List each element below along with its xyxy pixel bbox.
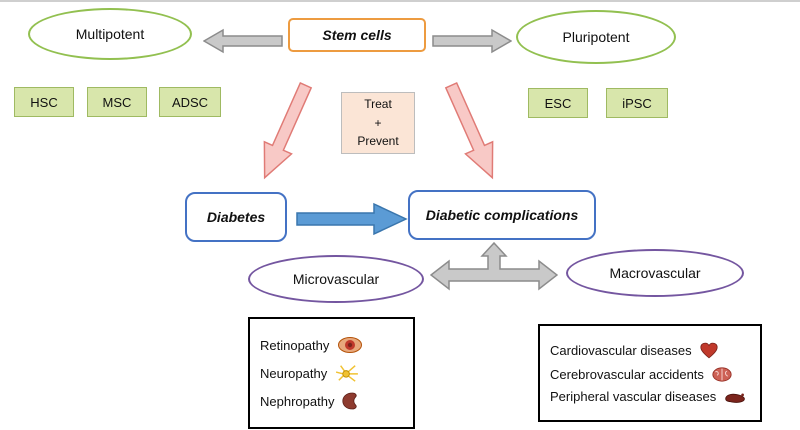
microvascular-ellipse: Microvascular (248, 255, 424, 303)
list-item-peripheral: Peripheral vascular diseases (550, 389, 750, 404)
type-box-esc: ESC (528, 88, 588, 118)
diabetic-complications-box: Diabetic complications (408, 190, 596, 240)
cardiovascular-label: Cardiovascular diseases (550, 342, 692, 358)
pluripotent-ellipse: Pluripotent (516, 10, 676, 64)
macrovascular-ellipse: Macrovascular (566, 249, 744, 297)
ipsc-label: iPSC (622, 95, 652, 111)
multipotent-label: Multipotent (75, 26, 145, 42)
msc-label: MSC (102, 94, 132, 110)
stem-cells-label: Stem cells (322, 27, 392, 43)
hsc-label: HSC (30, 94, 58, 110)
microvascular-label: Microvascular (292, 271, 380, 287)
multipotent-ellipse: Multipotent (28, 8, 192, 60)
neuropathy-label: Neuropathy (260, 365, 328, 381)
macrovascular-list: Cardiovascular diseases Cerebrovascular … (538, 324, 762, 422)
type-box-adsc: ADSC (159, 87, 221, 117)
list-item-cardiovascular: Cardiovascular diseases (550, 342, 750, 359)
pink-arrow-right-icon (435, 78, 508, 187)
pluripotent-label: Pluripotent (562, 29, 630, 45)
arrow-right-icon (432, 28, 512, 54)
list-item-nephropathy: Nephropathy (260, 392, 403, 410)
list-item-neuropathy: Neuropathy (260, 363, 403, 383)
peripheral-label: Peripheral vascular diseases (550, 389, 717, 405)
neuron-icon (335, 363, 359, 383)
brain-icon (712, 366, 732, 382)
type-box-msc: MSC (87, 87, 147, 117)
treat-label: Treat (364, 97, 392, 112)
type-box-hsc: HSC (14, 87, 74, 117)
prevent-label: Prevent (357, 134, 399, 149)
list-item-cerebrovascular: Cerebrovascular accidents (550, 367, 750, 382)
diabetic-complications-label: Diabetic complications (425, 207, 579, 223)
stem-cells-box: Stem cells (288, 18, 426, 52)
blue-arrow-icon (296, 202, 408, 236)
pink-arrow-left-icon (248, 78, 321, 187)
heart-icon (700, 342, 718, 359)
kidney-icon (342, 392, 358, 410)
arrow-left-icon (203, 28, 283, 54)
diabetes-box: Diabetes (185, 192, 287, 242)
triple-arrow-icon (430, 242, 558, 294)
diabetes-label: Diabetes (206, 209, 266, 225)
retinopathy-label: Retinopathy (260, 337, 330, 353)
type-box-ipsc: iPSC (606, 88, 668, 118)
cerebrovascular-label: Cerebrovascular accidents (550, 366, 704, 382)
microvascular-list: Retinopathy Neuropathy Ne (248, 317, 415, 429)
nephropathy-label: Nephropathy (260, 393, 335, 409)
foot-icon (724, 390, 746, 404)
esc-label: ESC (544, 95, 572, 111)
plus-label: + (374, 115, 382, 130)
list-item-retinopathy: Retinopathy (260, 336, 403, 354)
macrovascular-label: Macrovascular (609, 265, 701, 281)
treat-prevent-box: Treat + Prevent (341, 92, 415, 154)
adsc-label: ADSC (171, 94, 209, 110)
eye-icon (337, 336, 363, 354)
